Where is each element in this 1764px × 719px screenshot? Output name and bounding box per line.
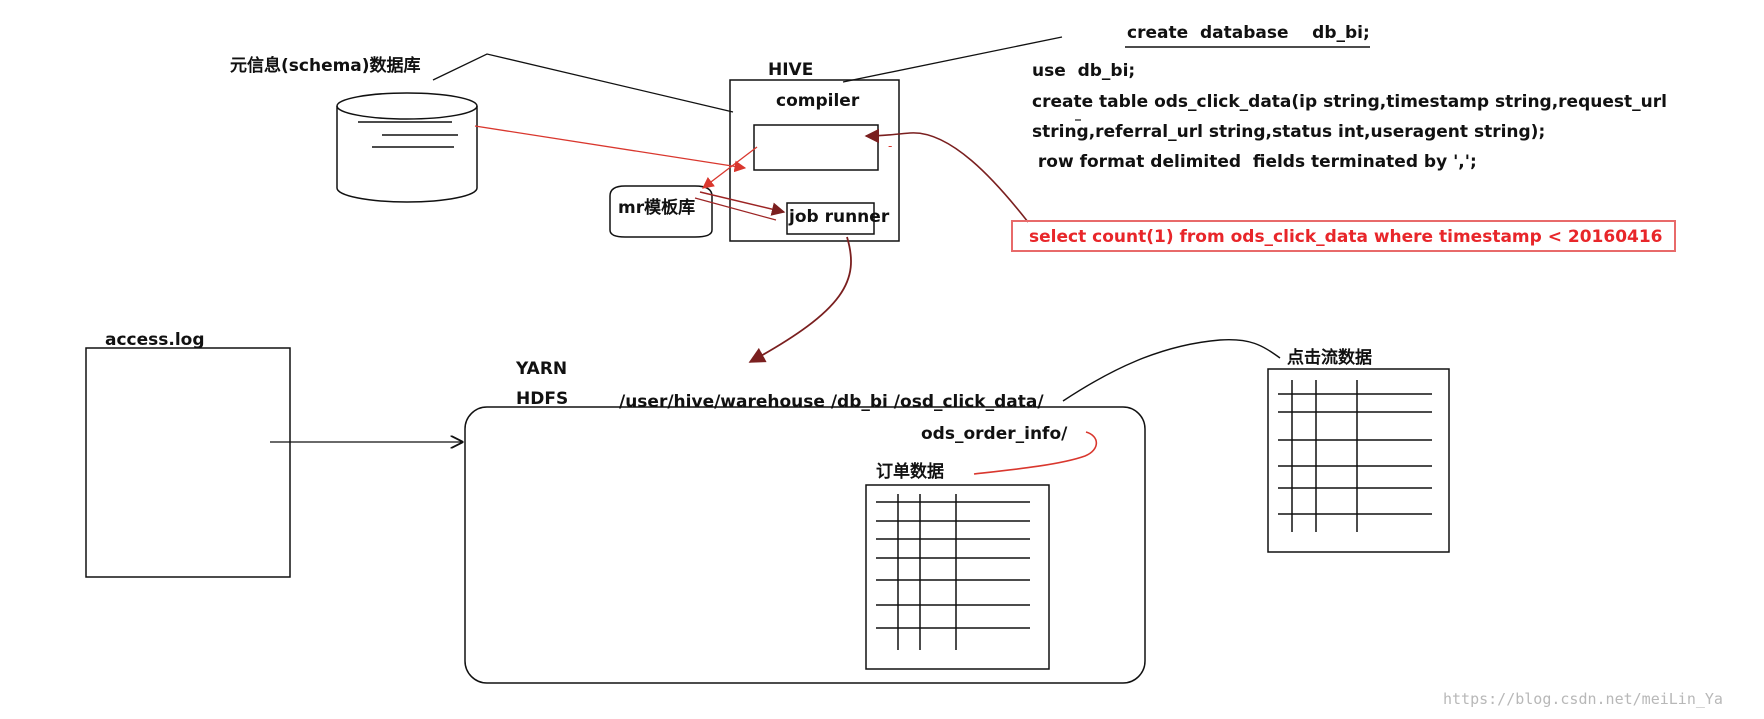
path-to-click-stream-curve: [1062, 338, 1281, 402]
hive-box: [729, 79, 900, 242]
access-log-label: access.log: [105, 330, 205, 350]
order-data-label: 订单数据: [876, 462, 944, 482]
order-info-path-label: ods_order_info/: [921, 424, 1068, 444]
compiler-box: [753, 124, 879, 171]
create-table-line-2: string,referral_url string,status int,us…: [1032, 122, 1546, 142]
create-database-statement: create database db_bi;: [1127, 23, 1370, 43]
schema-database-label: 元信息(schema)数据库: [230, 56, 421, 76]
warehouse-path-label: /user/hive/warehouse /db_bi /osd_click_d…: [619, 392, 1044, 412]
order-data-table: [865, 484, 1050, 670]
hive-label: HIVE: [768, 60, 814, 80]
job-runner-box: [786, 202, 875, 235]
schema-database-cylinder: [336, 92, 478, 203]
click-stream-table: [1267, 368, 1450, 553]
click-stream-data-label: 点击流数据: [1287, 348, 1372, 368]
schema-to-hive-line: [432, 53, 734, 113]
hdfs-container: [464, 406, 1146, 684]
use-db-statement: use db_bi;: [1032, 61, 1136, 81]
job-runner-to-yarn-curve: [748, 236, 852, 363]
svg-text:-: -: [888, 139, 892, 153]
template-to-job-runner-arrow: [699, 191, 786, 216]
create-table-line-1: create table ods_click_data(ip string,ti…: [1032, 92, 1667, 112]
yarn-label: YARN: [516, 359, 568, 379]
order-info-to-order-data-curve: [973, 431, 1098, 475]
access-log-box: [85, 347, 291, 578]
hdfs-label: HDFS: [516, 389, 569, 409]
select-query-text: select count(1) from ods_click_data wher…: [1029, 227, 1663, 247]
row-format-statement: row format delimited fields terminated b…: [1032, 152, 1477, 172]
query-to-compiler-curve: [864, 128, 1029, 223]
select-query-box: [1011, 220, 1676, 252]
compiler-to-template-arrow: [702, 146, 758, 189]
mr-template-label: mr模板库: [618, 198, 696, 218]
compiler-label: compiler: [776, 91, 860, 111]
template-to-job-runner-arrow-2: [694, 197, 777, 221]
watermark: https://blog.csdn.net/meiLin_Ya: [1443, 690, 1723, 708]
schema-to-compiler-arrow: [474, 125, 747, 173]
job-runner-label: job runner: [789, 207, 890, 227]
mr-template-cylinder: [609, 185, 713, 238]
hive-to-sql-line: [842, 36, 1063, 83]
